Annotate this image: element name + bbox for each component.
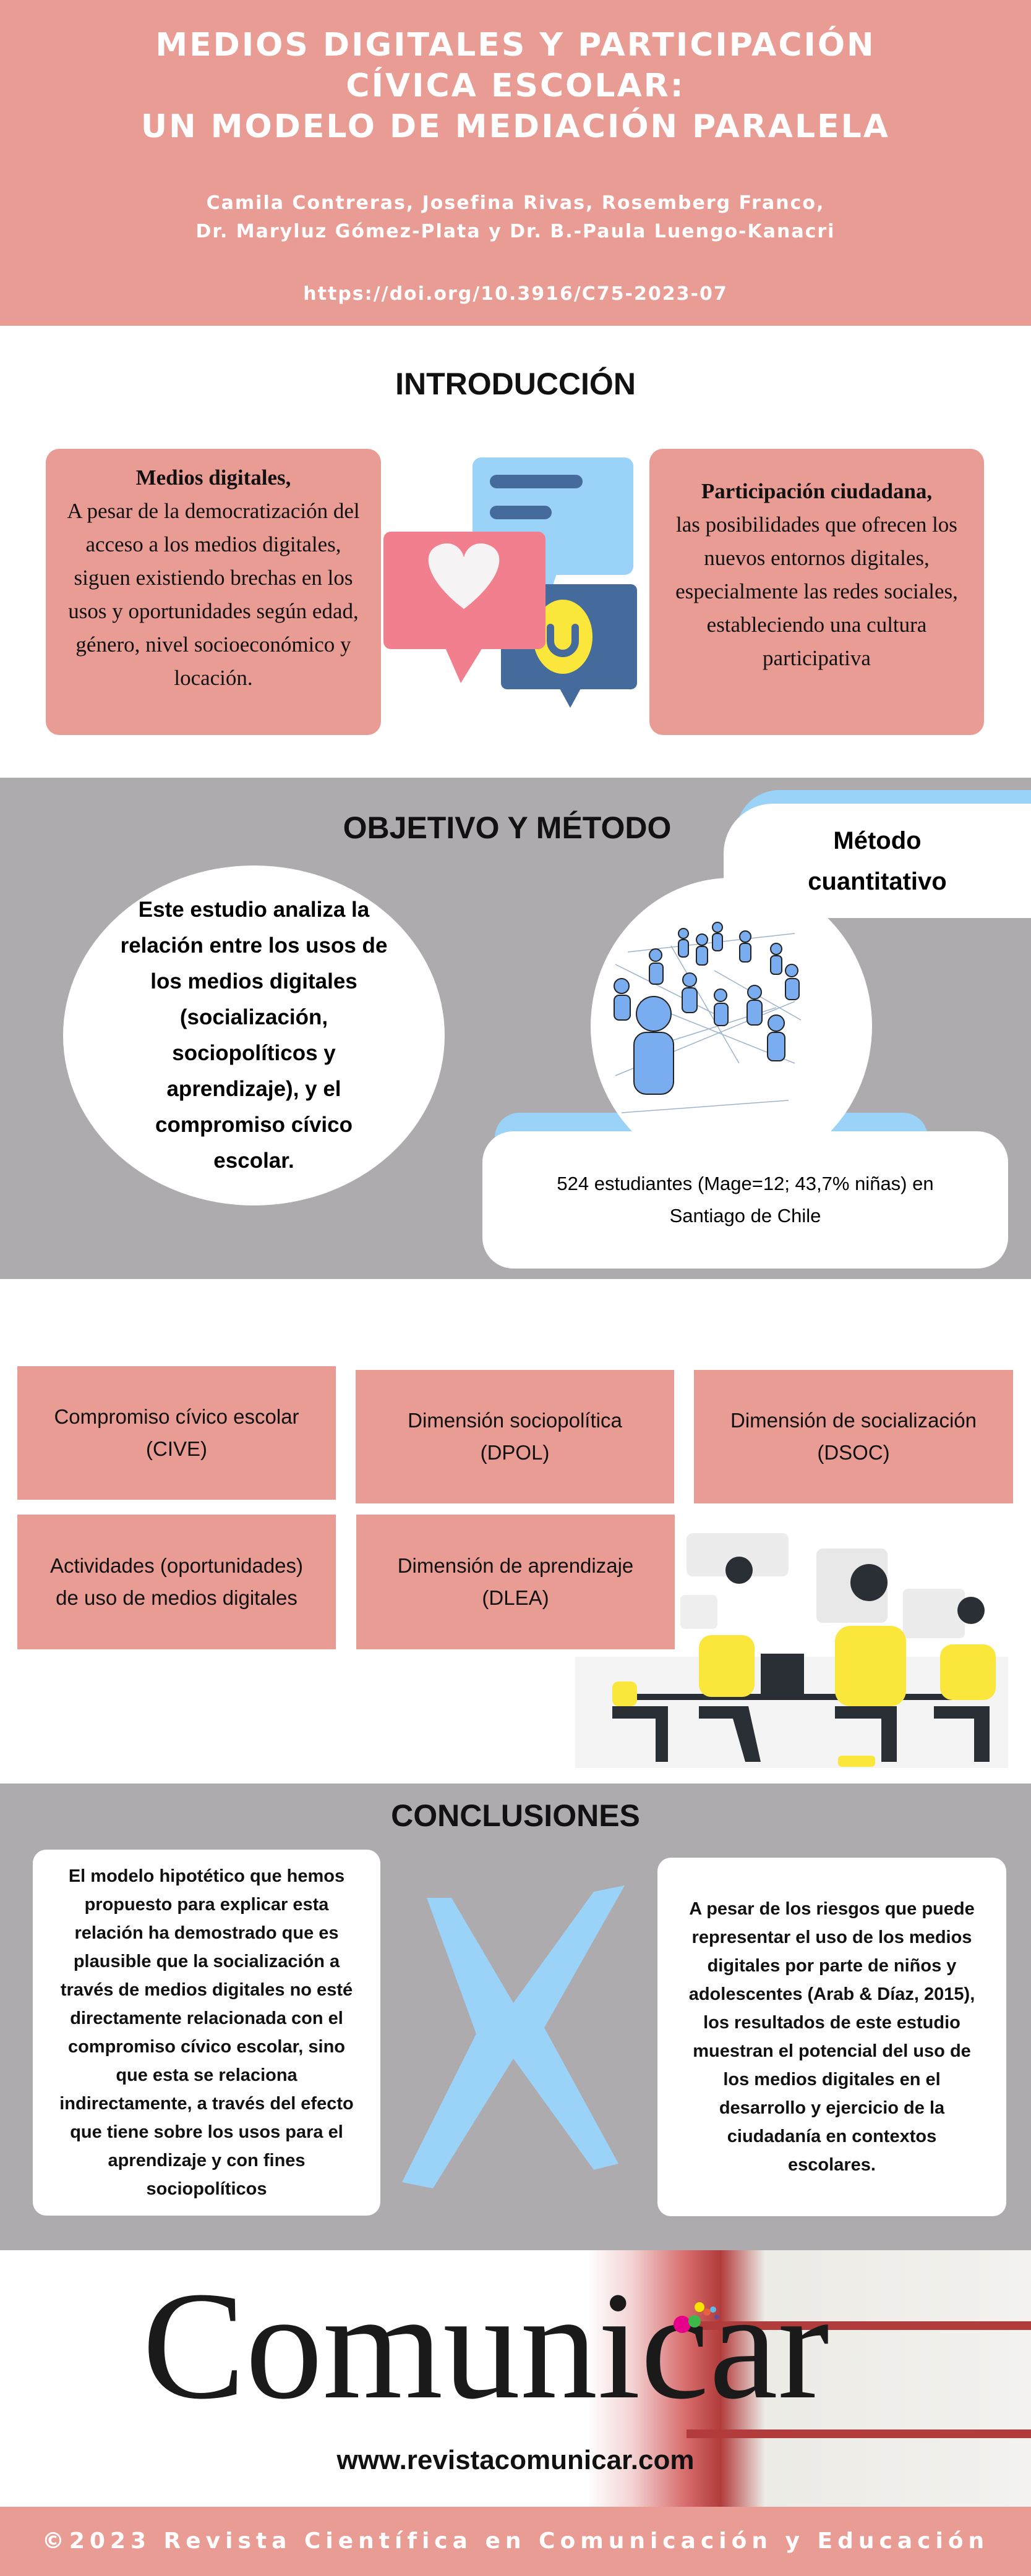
objective-circle: Este estudio analiza la relación entre l… [63, 865, 445, 1205]
website-link[interactable]: www.revistacomunicar.com [336, 2445, 695, 2475]
x-mark-icon [390, 1873, 649, 2201]
conclusions-title: CONCLUSIONES [391, 1798, 640, 1833]
intro-right-card: Participación ciudadana, las posibilidad… [649, 449, 984, 735]
dimension-box-activities: Actividades (oportunidades) de uso de me… [17, 1515, 336, 1649]
intro-left-body: A pesar de la democratización del acceso… [67, 499, 360, 690]
authors: Camila Contreras, Josefina Rivas, Rosemb… [195, 192, 836, 242]
sample-card: 524 estudiantes (Mage=12; 43,7% niñas) e… [482, 1131, 1008, 1269]
conclusion-left-card: El modelo hipotético que hemos propuesto… [33, 1850, 380, 2216]
header-banner: MEDIOS DIGITALES Y PARTICIPACIÓN CÍVICA … [0, 0, 1031, 326]
network-circle [591, 878, 872, 1175]
dimension-box-dlea: Dimensión de aprendizaje (DLEA) [356, 1515, 675, 1649]
intro-left-card: Medios digitales, A pesar de la democrat… [46, 449, 381, 735]
objective-title: OBJETIVO Y MÉTODO [343, 810, 672, 845]
conclusion-right-card: A pesar de los riesgos que puede represe… [657, 1858, 1006, 2216]
intro-left-heading: Medios digitales, [135, 465, 291, 490]
chat-bubbles-icon [383, 457, 649, 717]
books-photo [588, 2250, 1031, 2507]
dimension-box-dsoc: Dimensión de socialización (DSOC) [694, 1370, 1013, 1503]
network-people-icon [614, 922, 802, 1113]
intro-title: INTRODUCCIÓN [395, 367, 636, 401]
footer-copyright: ©2023 Revista Científica en Comunicación… [0, 2507, 1031, 2576]
comunicar-logo: Comunicar [142, 2260, 829, 2431]
doi-link[interactable]: https://doi.org/10.3916/C75-2023-07 [303, 283, 728, 305]
dimension-box-dpol: Dimensión sociopolítica (DPOL) [356, 1370, 674, 1503]
dimension-box-cive: Compromiso cívico escolar (CIVE) [17, 1366, 336, 1500]
intro-right-body: las posibilidades que ofrecen los nuevos… [675, 512, 958, 670]
logo-dots-icon [671, 2300, 721, 2337]
page-title: MEDIOS DIGITALES Y PARTICIPACIÓN CÍVICA … [140, 27, 891, 145]
intro-right-heading: Participación ciudadana, [701, 479, 933, 503]
team-meeting-illustration [575, 1521, 1020, 1768]
